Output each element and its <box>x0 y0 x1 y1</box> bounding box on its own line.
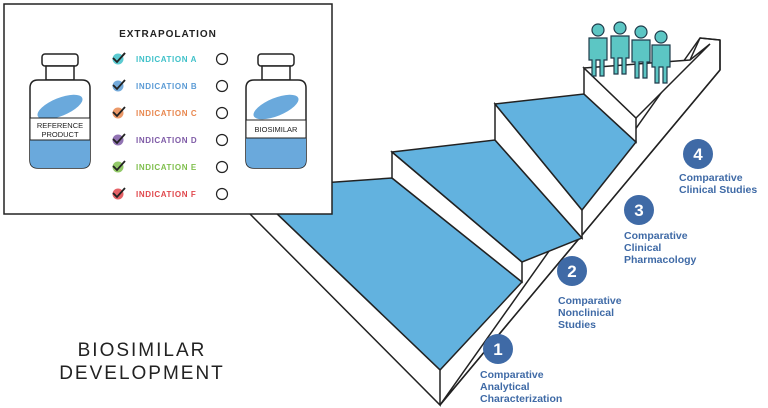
indication-row: INDICATION E <box>112 160 229 174</box>
indication-label: INDICATION F <box>136 190 196 199</box>
indication-label: INDICATION A <box>136 55 197 64</box>
step-4: 4 Comparative Clinical Studies <box>679 139 757 196</box>
step-1-label-line2: Analytical <box>480 381 530 393</box>
step-2-number: 2 <box>567 262 576 281</box>
step-1-number: 1 <box>493 340 502 359</box>
step-4-label-line1: Comparative <box>679 172 743 184</box>
step-1-label-line1: Comparative <box>480 369 544 381</box>
indication-label: INDICATION C <box>136 109 197 118</box>
step-2-label-line3: Studies <box>558 319 596 331</box>
step-3-number: 3 <box>634 201 643 220</box>
patients-group-icon <box>588 21 671 84</box>
step-3: 3 Comparative Clinical Pharmacology <box>624 195 697 266</box>
indication-row: INDICATION D <box>112 133 229 147</box>
reference-label-line2: PRODUCT <box>41 130 79 139</box>
radio-circle-icon <box>215 133 229 147</box>
indication-label: INDICATION E <box>136 163 197 172</box>
step-4-label-line2: Clinical Studies <box>679 184 757 196</box>
radio-circle-icon <box>215 106 229 120</box>
step-1-badge <box>483 334 513 364</box>
biosimilar-label: BIOSIMILAR <box>255 125 299 134</box>
indication-label: INDICATION B <box>136 82 197 91</box>
panel-title: EXTRAPOLATION <box>119 29 217 40</box>
indication-row: INDICATION B <box>112 79 229 93</box>
person-icon <box>610 21 630 75</box>
checkmark-icon <box>112 187 126 199</box>
person-icon <box>588 23 608 77</box>
staircase <box>248 37 721 407</box>
reference-label-box <box>29 117 91 141</box>
step-3-label-line3: Pharmacology <box>624 254 697 266</box>
reference-label-line1: REFERENCE <box>37 121 83 130</box>
radio-circle-icon <box>215 160 229 174</box>
checkmark-icon <box>112 106 126 118</box>
biosimilar-label-box <box>245 119 307 139</box>
checkmark-icon <box>112 79 126 91</box>
step-4-number: 4 <box>693 145 703 164</box>
indication-row: INDICATION A <box>112 52 229 66</box>
step-2-label-line1: Comparative <box>558 295 622 307</box>
extrapolation-panel: EXTRAPOLATION REFERENCE PRODUCT BIOSIMIL… <box>3 3 333 215</box>
step-3-label-line1: Comparative <box>624 230 688 242</box>
checkmark-icon <box>112 160 126 172</box>
step-3-badge <box>624 195 654 225</box>
heading-line2: DEVELOPMENT <box>59 363 225 384</box>
radio-circle-icon <box>215 187 229 201</box>
indication-row: INDICATION F <box>112 187 229 201</box>
step-4-badge <box>683 139 713 169</box>
step-1: 1 Comparative Analytical Characterizatio… <box>480 334 562 405</box>
step-1-label-line3: Characterization <box>480 393 562 405</box>
step-2-label-line2: Nonclinical <box>558 307 614 319</box>
checkmark-icon <box>112 133 126 145</box>
step-2: 2 Comparative Nonclinical Studies <box>557 256 622 331</box>
radio-circle-icon <box>215 52 229 66</box>
step-2-badge <box>557 256 587 286</box>
indication-row: INDICATION C <box>112 106 229 120</box>
step-3-label-line2: Clinical <box>624 242 661 254</box>
indication-label: INDICATION D <box>136 136 197 145</box>
heading-line1: BIOSIMILAR <box>78 340 207 361</box>
radio-circle-icon <box>215 79 229 93</box>
person-icon <box>651 30 671 84</box>
person-icon <box>631 25 651 79</box>
